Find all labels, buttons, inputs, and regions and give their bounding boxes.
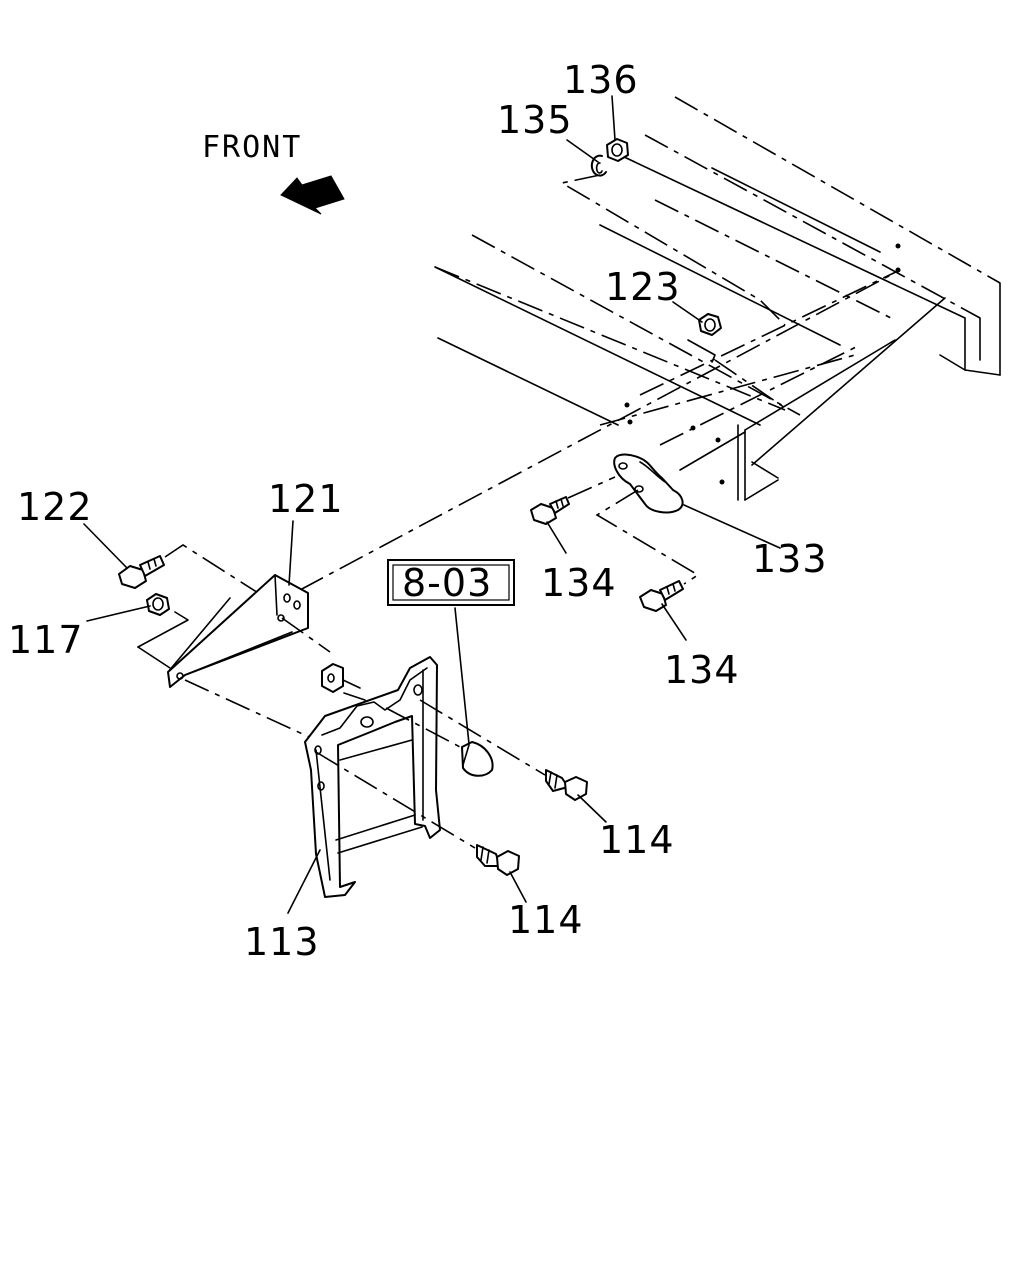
nut-117-icon xyxy=(146,593,170,616)
bracket-121-icon xyxy=(167,574,309,688)
callout-113: 113 xyxy=(244,920,320,964)
tow-hook-133-icon xyxy=(613,453,684,514)
callout-136: 136 xyxy=(563,58,639,102)
callout-114-upper: 114 xyxy=(599,818,675,862)
bolt-134a-icon xyxy=(530,496,570,525)
callout-122: 122 xyxy=(17,485,93,529)
connector-icon xyxy=(461,741,494,777)
washer-135-icon xyxy=(590,154,607,177)
clip-icon xyxy=(321,663,344,693)
bolt-134b-icon xyxy=(639,580,684,612)
callout-133: 133 xyxy=(752,537,828,581)
mounting-bracket-113-icon xyxy=(304,656,441,898)
callout-121: 121 xyxy=(268,477,344,521)
leader-lines xyxy=(83,95,781,914)
callout-134-lower: 134 xyxy=(664,648,740,692)
chassis-frame xyxy=(299,96,1001,591)
nut-123-icon xyxy=(698,313,722,336)
front-indicator: FRONT xyxy=(202,130,345,215)
callout-134-upper: 134 xyxy=(541,561,617,605)
bolt-114b-icon xyxy=(476,844,520,876)
reference-box: 8-03 xyxy=(387,559,515,606)
front-label: FRONT xyxy=(202,130,302,165)
reference-box-label: 8-03 xyxy=(402,561,492,605)
bolt-114a-icon xyxy=(545,769,588,801)
callout-114-lower: 114 xyxy=(508,898,584,942)
callouts: 136 135 123 122 121 117 133 134 134 114 … xyxy=(8,58,828,964)
front-arrow-icon xyxy=(280,175,345,215)
bolt-122-icon xyxy=(118,555,165,589)
callout-135: 135 xyxy=(497,98,573,142)
callout-117: 117 xyxy=(8,618,84,662)
nut-136-icon xyxy=(606,138,629,162)
callout-123: 123 xyxy=(605,265,681,309)
